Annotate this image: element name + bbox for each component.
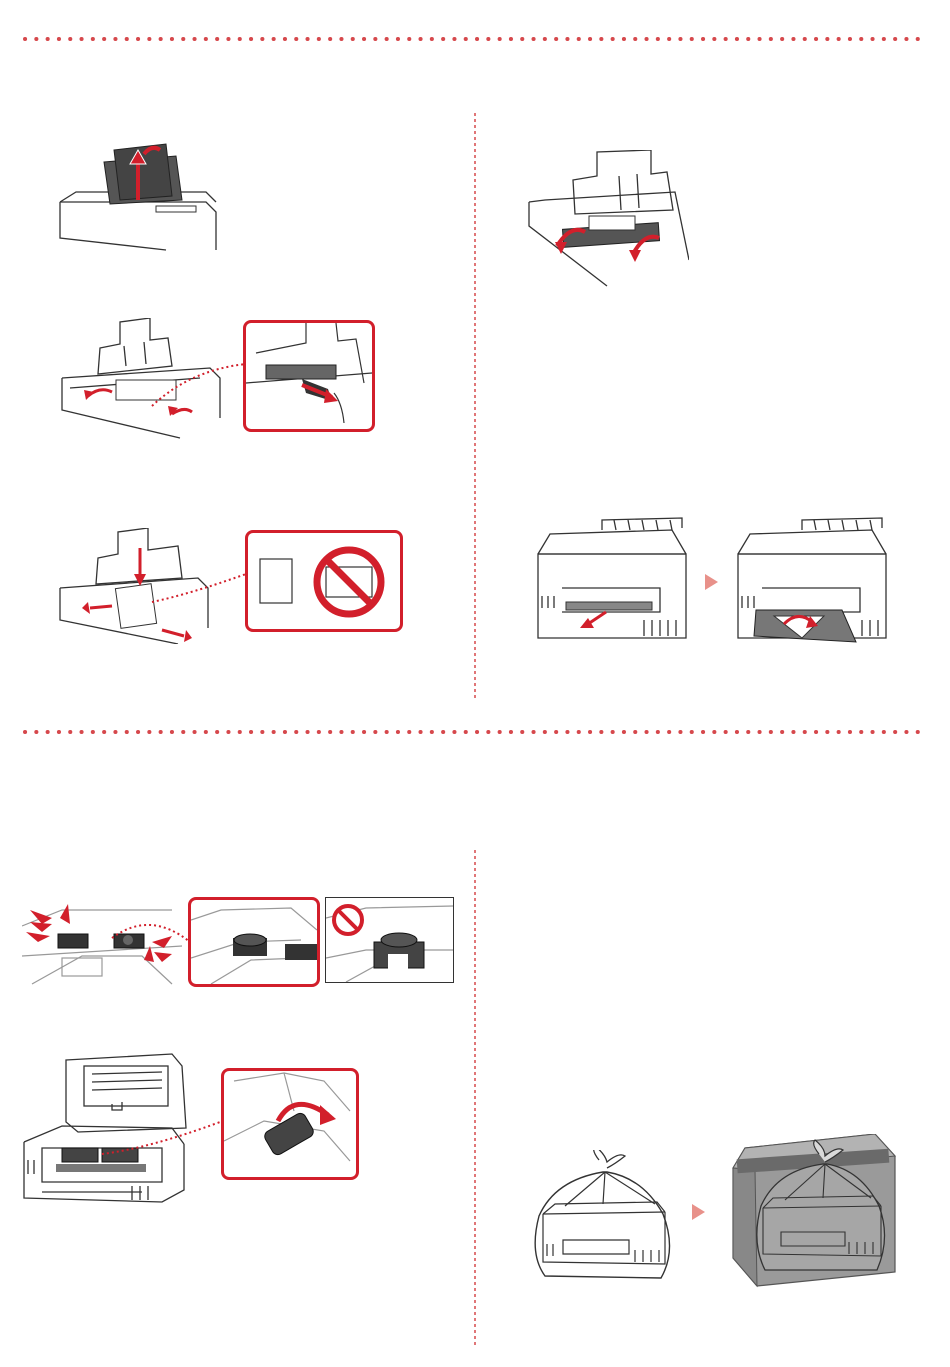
prohibited-icon <box>317 550 381 614</box>
callout-connector <box>100 1118 224 1158</box>
figure-feed-slot-cover-close <box>527 150 689 290</box>
callout-portrait-only-icon <box>245 530 403 632</box>
portrait-sheet-icon <box>260 559 292 603</box>
figure-output-tray-extend <box>732 516 892 646</box>
section-divider-top <box>22 36 930 42</box>
callout-connector <box>150 360 250 410</box>
column-divider-bottom <box>474 850 476 1345</box>
callout-lock-lever-detail <box>188 897 320 987</box>
figure-paper-support-raise <box>56 140 226 252</box>
callout-lever-turn-detail <box>221 1068 359 1180</box>
next-step-arrow-icon <box>705 574 718 590</box>
figure-printer-in-bag <box>525 1150 675 1282</box>
figure-output-tray-pull <box>532 516 690 644</box>
prohibited-icon <box>334 906 362 934</box>
callout-guide-slide-detail <box>243 320 375 432</box>
callout-unlocked-prohibited <box>325 897 454 983</box>
callout-connector <box>110 910 194 950</box>
section-divider-middle <box>22 729 930 735</box>
column-divider-top <box>474 113 476 698</box>
figure-printer-in-box <box>727 1134 897 1288</box>
next-step-arrow-icon <box>692 1204 705 1220</box>
callout-connector <box>150 570 250 606</box>
